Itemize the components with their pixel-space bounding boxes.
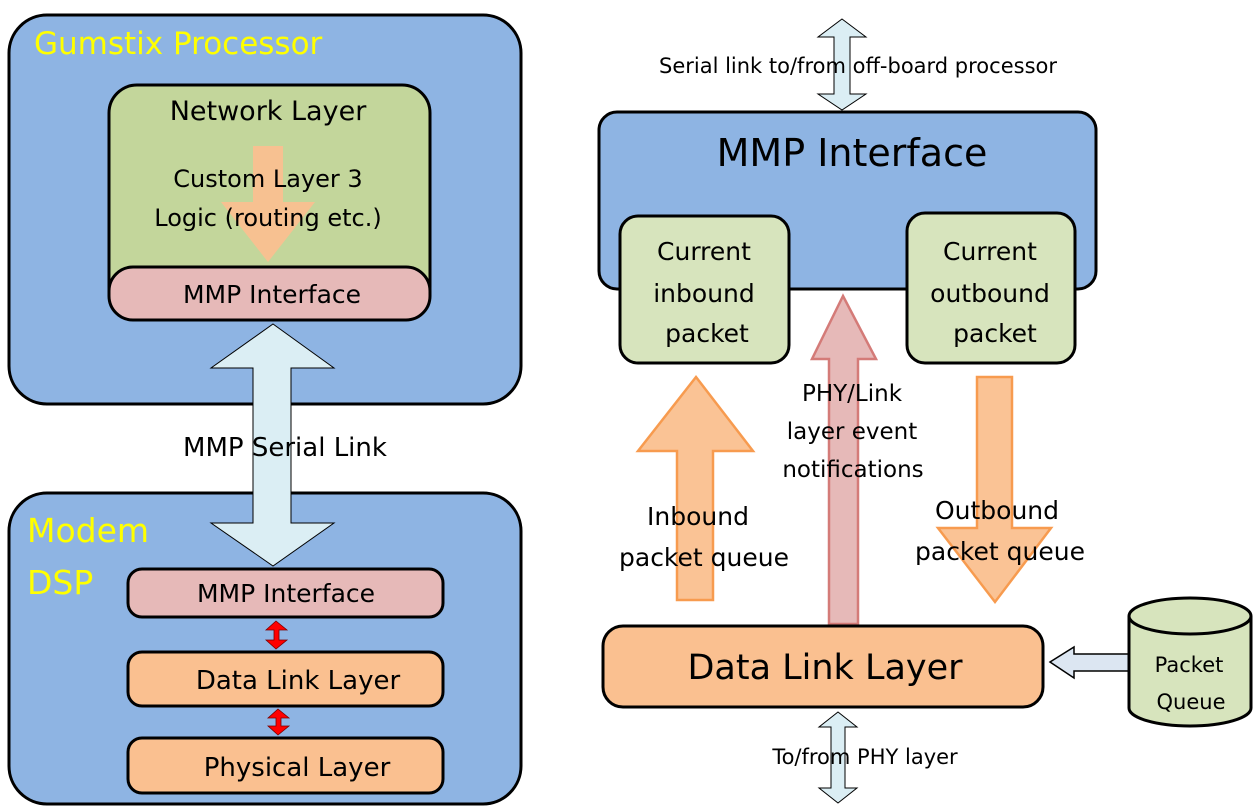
network-layer-title: Network Layer	[170, 96, 367, 127]
packet-queue-cylinder	[1127, 596, 1253, 728]
data-link-layer-box	[601, 624, 1045, 709]
gumstix-mmp-interface-box	[107, 265, 432, 322]
current-inbound-packet-line3: packet	[665, 319, 749, 348]
event-notification-arrow-icon	[809, 293, 879, 626]
event-label-line3: notifications	[782, 457, 923, 483]
modem-mmp-interface-box	[126, 567, 445, 619]
current-outbound-packet-line1: Current	[943, 237, 1037, 266]
event-label-line2: layer event	[787, 419, 918, 445]
modem-data-link-layer-label: Data Link Layer	[196, 666, 401, 696]
current-outbound-packet-line2: outbound	[930, 279, 1050, 308]
gumstix-title: Gumstix Processor	[34, 26, 323, 62]
inbound-queue-arrow-icon	[635, 374, 756, 602]
phy-layer-arrow-icon	[817, 711, 859, 804]
red-double-arrow-icon	[266, 708, 291, 736]
network-layer-body-line1: Custom Layer 3	[173, 165, 362, 193]
packet-queue-left-arrow-icon	[1048, 645, 1130, 680]
modem-title-line2: DSP	[27, 563, 93, 602]
current-inbound-packet-line1: Current	[657, 237, 751, 266]
mmp-serial-link-label: MMP Serial Link	[183, 433, 387, 463]
network-layer-body-line2: Logic (routing etc.)	[154, 204, 381, 232]
outbound-queue-label-line1: Outbound	[935, 496, 1059, 525]
modem-title-line1: Modem	[27, 511, 149, 550]
data-link-layer-label: Data Link Layer	[687, 648, 963, 688]
current-outbound-packet-line3: packet	[953, 319, 1037, 348]
current-inbound-packet-line2: inbound	[653, 279, 755, 308]
offboard-serial-link-label: Serial link to/from off-board processor	[659, 54, 1057, 78]
modem-physical-layer-box	[126, 736, 445, 795]
packet-queue-label-line1: Packet	[1155, 653, 1224, 677]
modem-physical-layer-label: Physical Layer	[204, 753, 391, 783]
outbound-queue-label-line2: packet queue	[915, 537, 1085, 566]
mmp-serial-link-arrow-icon	[209, 323, 336, 567]
modem-mmp-interface-label: MMP Interface	[197, 579, 375, 608]
current-inbound-packet-box	[618, 214, 791, 365]
packet-queue-label-line2: Queue	[1157, 690, 1226, 714]
mmp-interface-title: MMP Interface	[717, 131, 988, 175]
inbound-queue-label-line1: Inbound	[647, 502, 749, 531]
current-outbound-packet-box	[905, 211, 1077, 365]
gumstix-mmp-interface-label: MMP Interface	[183, 280, 361, 309]
offboard-serial-arrow-icon	[816, 18, 868, 111]
inbound-queue-label-line2: packet queue	[619, 543, 789, 572]
modem-data-link-layer-box	[126, 650, 445, 708]
red-double-arrow-icon	[264, 620, 289, 650]
phy-layer-label: To/from PHY layer	[771, 745, 958, 769]
event-label-line1: PHY/Link	[802, 381, 903, 407]
network-down-arrow-icon	[221, 146, 315, 262]
outbound-queue-arrow-icon	[935, 375, 1054, 605]
